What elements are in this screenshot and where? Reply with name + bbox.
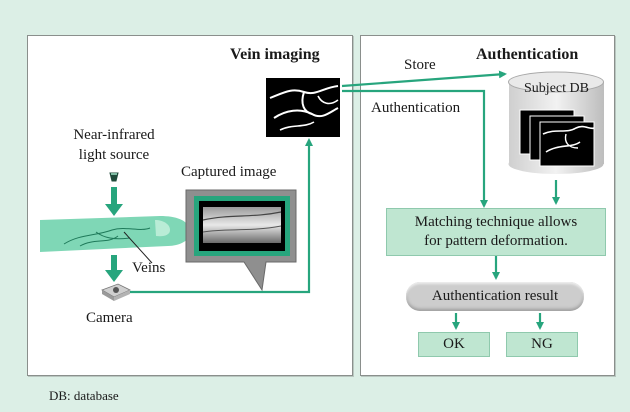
ok-box: OK	[418, 332, 490, 357]
authentication-connector-label: Authentication	[371, 100, 461, 116]
ok-label: OK	[443, 336, 465, 352]
vein-image-thumbnail	[266, 78, 340, 137]
subject-db-label: Subject DB	[524, 81, 589, 96]
authentication-result-pill: Authentication result	[406, 282, 584, 311]
db-vein-cards	[519, 109, 595, 167]
camera-icon	[101, 283, 131, 301]
footnote: DB: database	[49, 388, 119, 403]
camera-to-image-arrow	[128, 138, 313, 294]
camera-label: Camera	[86, 310, 133, 326]
light-source-label-line1: Near-infrared	[73, 127, 155, 143]
store-label: Store	[404, 57, 436, 73]
finger-illustration	[40, 216, 191, 264]
light-down-arrow	[105, 187, 123, 216]
captured-image-label: Captured image	[181, 164, 277, 180]
finger-to-camera-arrow	[105, 255, 123, 282]
matching-technique-line1: Matching technique allows	[414, 214, 578, 230]
matching-technique-box: Matching technique allows for pattern de…	[386, 208, 606, 256]
light-source-label-line2: light source	[78, 147, 150, 163]
vein-imaging-title: Vein imaging	[230, 46, 320, 63]
authentication-result-label: Authentication result	[431, 288, 559, 304]
ng-box: NG	[506, 332, 578, 357]
authentication-arrow	[342, 89, 488, 208]
matching-technique-line2: for pattern deformation.	[424, 233, 568, 249]
veins-label: Veins	[132, 260, 166, 276]
captured-image-frame	[185, 189, 297, 292]
authentication-title: Authentication	[476, 46, 579, 63]
store-arrow	[341, 70, 507, 88]
light-source-icon	[109, 172, 119, 182]
ng-label: NG	[531, 336, 553, 352]
